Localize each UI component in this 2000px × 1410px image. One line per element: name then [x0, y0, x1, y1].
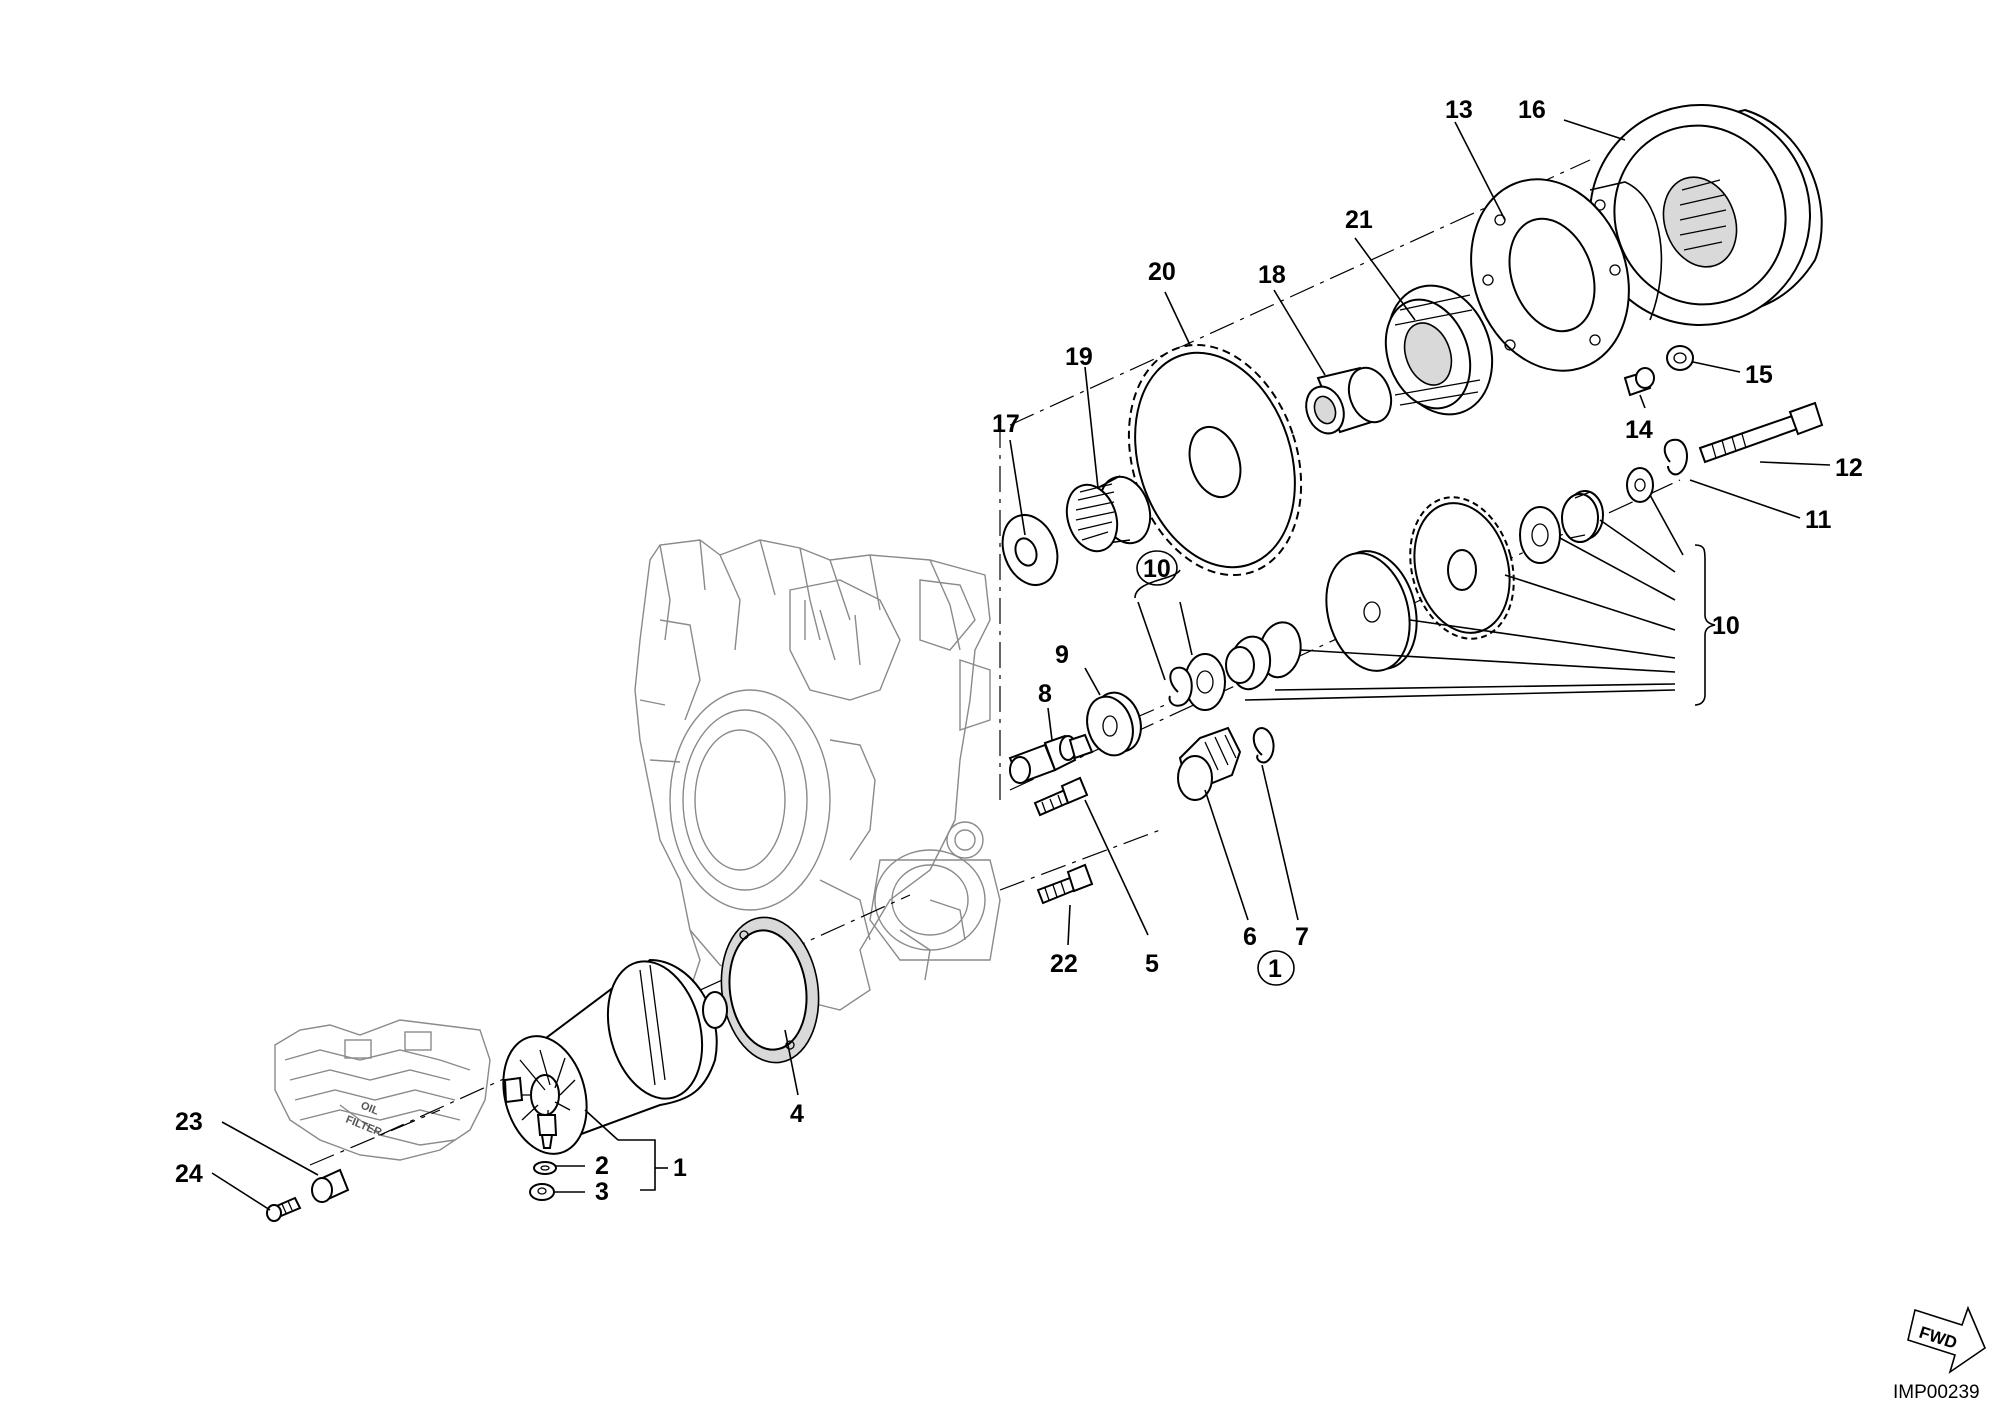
part-labels: 13 16 21 20 18 19 17 15 14 12 11 10 9 8 …	[175, 96, 1863, 1206]
bolt-12-part	[1698, 401, 1824, 464]
starter-motor-part	[502, 958, 728, 1155]
washer-17-part	[1001, 514, 1059, 586]
label-14: 14	[1625, 416, 1653, 444]
label-4: 4	[790, 1100, 804, 1128]
circled-label-1: 1	[1268, 955, 1282, 983]
label-20: 20	[1148, 258, 1176, 286]
label-19: 19	[1065, 343, 1093, 371]
fwd-text: FWD	[1917, 1323, 1960, 1353]
label-2: 2	[595, 1152, 609, 1180]
leader-lines	[211, 119, 1831, 1211]
label-10: 10	[1712, 612, 1740, 640]
washer-9-part	[1086, 691, 1142, 757]
label-15: 15	[1745, 361, 1773, 389]
idler-gear-assembly-part	[1168, 467, 1654, 711]
screw-5-part	[1033, 776, 1089, 817]
label-24: 24	[175, 1160, 203, 1188]
spacer-23-part	[311, 1168, 350, 1203]
label-5: 5	[1145, 950, 1159, 978]
label-12: 12	[1835, 454, 1863, 482]
circlip-11-part	[1663, 438, 1688, 476]
large-gear-part	[1127, 343, 1303, 577]
label-6: 6	[1243, 923, 1257, 951]
label-7: 7	[1295, 923, 1309, 951]
label-16: 16	[1518, 96, 1546, 124]
image-code: IMP00239	[1893, 1382, 1980, 1403]
gasket-4-part	[720, 916, 820, 1064]
nut-3-part	[529, 1183, 555, 1201]
bushing-part	[1305, 366, 1393, 435]
flywheel-rotor-part	[1589, 104, 1823, 326]
crankcase-outline	[634, 539, 1001, 1011]
circled-reference-1: 1	[1257, 950, 1295, 986]
nut-15-part	[1666, 345, 1694, 371]
label-17: 17	[992, 410, 1020, 438]
casting-filter-text: FILTER	[344, 1114, 383, 1139]
label-21: 21	[1345, 206, 1373, 234]
label-1: 1	[673, 1154, 687, 1182]
group-10-brace	[1694, 544, 1716, 706]
label-9: 9	[1055, 641, 1069, 669]
circled-label-10: 10	[1143, 555, 1171, 583]
label-8: 8	[1038, 680, 1052, 708]
label-3: 3	[595, 1178, 609, 1206]
shaft-pin-8-part	[1008, 733, 1094, 785]
bush-14-part	[1623, 367, 1655, 397]
oil-filter-housing-outline: OIL FILTER	[274, 1019, 491, 1161]
forward-direction-arrow: FWD	[1907, 1305, 1986, 1374]
ring-plate-part	[1470, 178, 1663, 372]
label-23: 23	[175, 1108, 203, 1136]
washer-2-part	[533, 1161, 557, 1175]
circled-reference-10: 10	[1136, 550, 1178, 586]
label-13: 13	[1445, 96, 1473, 124]
screw-24-part	[266, 1196, 302, 1222]
needle-bearing-part	[1065, 475, 1152, 553]
label-11: 11	[1805, 506, 1832, 534]
label-18: 18	[1258, 261, 1286, 289]
screw-22-part	[1036, 863, 1094, 905]
pinion-6-part	[1177, 726, 1242, 801]
circlip-7-part	[1252, 726, 1275, 764]
label-22: 22	[1050, 950, 1078, 978]
